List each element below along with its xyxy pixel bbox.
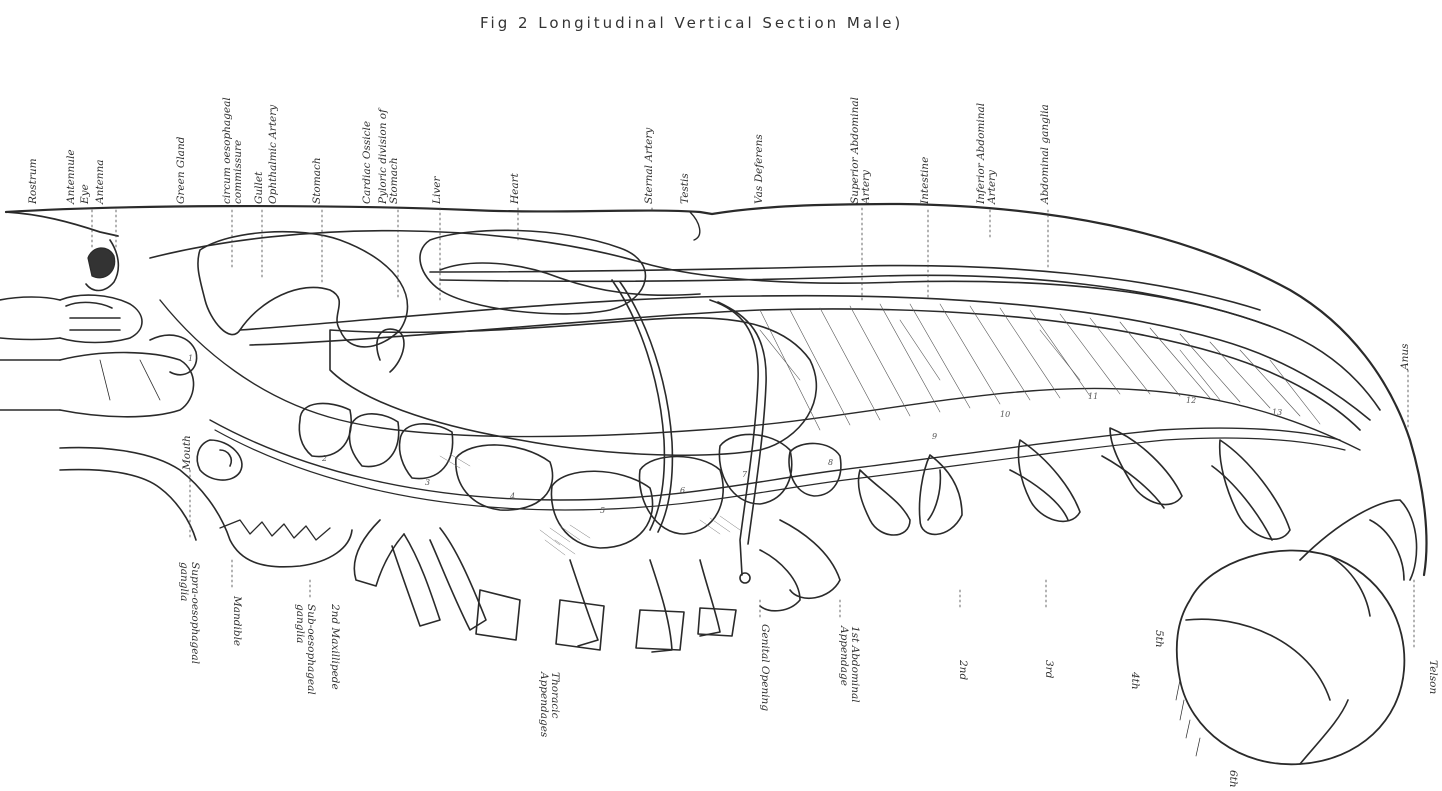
label-supra-oesophageal-ganglia: Supra-oesophageal ganglia — [178, 562, 200, 664]
label-intestine: Intestine — [920, 157, 931, 204]
label-telson: Telson — [1427, 660, 1438, 694]
stomach — [198, 232, 408, 347]
segment-number: 2 — [322, 454, 327, 463]
uropod — [1177, 550, 1405, 764]
label-5th-appendage: 5th — [1153, 630, 1164, 648]
segment-number: 13 — [1272, 408, 1282, 417]
label-2nd-appendage: 2nd — [957, 660, 968, 680]
label-antenna: Antenna — [95, 159, 106, 204]
label-ophthalmic-artery: Ophthalmic Artery — [268, 105, 279, 204]
label-rostrum: Rostrum — [28, 158, 39, 204]
label-sternal-artery: Sternal Artery — [644, 128, 655, 204]
label-gullet: Gullet — [254, 172, 265, 204]
label-superior-abdominal-artery: Superior Abdominal Artery — [850, 97, 872, 204]
segment-number: 6 — [680, 486, 685, 495]
segment-number: 3 — [425, 478, 430, 487]
label-anus: Anus — [1400, 344, 1411, 371]
segment-number: 11 — [1088, 392, 1098, 401]
label-abdominal-ganglia: Abdominal ganglia — [1040, 104, 1051, 204]
label-sub-oesophageal-ganglia: Sub-oesophageal ganglia — [294, 604, 316, 695]
mandible — [197, 440, 242, 480]
maxillipede — [60, 448, 352, 567]
label-eye: Eye — [80, 184, 91, 204]
label-cardiac-ossicle: Cardiac Ossicle — [362, 121, 373, 204]
label-thoracic-appendages: Thoracic Appendages — [538, 672, 560, 737]
segment-number: 9 — [932, 432, 937, 441]
label-testis: Testis — [680, 173, 691, 204]
segment-number: 1 — [188, 354, 193, 363]
label-6th-appendage: 6th — [1227, 770, 1238, 788]
label-inferior-abdominal-artery: Inferior Abdominal Artery — [976, 103, 998, 204]
label-heart: Heart — [510, 173, 521, 204]
label-4th-appendage: 4th — [1129, 672, 1140, 690]
segment-number: 5 — [600, 506, 605, 515]
stippled-tissue — [440, 454, 740, 555]
label-vas-deferens: Vas Deferens — [754, 134, 765, 204]
label-mouth: Mouth — [182, 435, 193, 470]
label-mandible: Mandible — [231, 596, 242, 646]
label-pyloric-stomach: Pyloric division of Stomach — [378, 109, 400, 204]
segment-number: 8 — [828, 458, 833, 467]
label-stomach: Stomach — [312, 157, 323, 204]
segment-number: 7 — [742, 470, 747, 479]
rostrum-spine — [6, 212, 118, 236]
nerve-cord — [210, 420, 1340, 500]
eye — [88, 248, 115, 278]
leader-lines — [92, 208, 1414, 650]
segment-number: 10 — [1000, 410, 1010, 419]
segment-number: 4 — [510, 492, 515, 501]
label-liver: Liver — [432, 177, 443, 205]
label-commissure: circum oesophageal commissure — [222, 97, 244, 204]
genital-opening — [740, 573, 750, 583]
telson-tail — [1176, 500, 1417, 764]
segment-number: 12 — [1186, 396, 1196, 405]
label-green-gland: Green Gland — [176, 137, 187, 204]
label-1st-abdominal-appendage: 1st Abdominal Appendage — [838, 626, 860, 703]
label-2nd-maxillipede: 2nd Maxillipede — [329, 604, 340, 690]
label-genital-opening: Genital Opening — [759, 624, 770, 711]
label-3rd-appendage: 3rd — [1043, 660, 1054, 678]
swimmerets — [858, 428, 1290, 540]
carapace-outline — [6, 204, 1426, 575]
antenna-base — [60, 353, 194, 417]
abdominal-muscle — [760, 304, 1320, 430]
label-antennule: Antennule — [66, 149, 77, 204]
